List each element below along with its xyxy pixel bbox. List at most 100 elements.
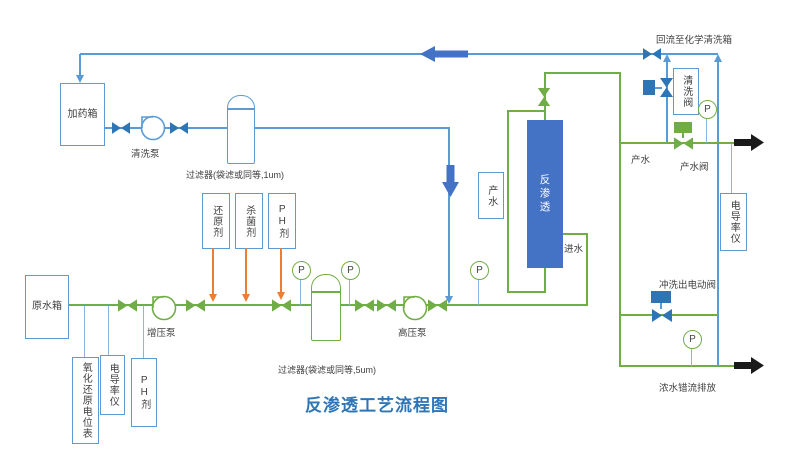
pressure-gauge-postfilter: P <box>341 261 360 280</box>
dosing-arrow-ph-icon <box>277 292 285 300</box>
cleaning-pump-icon <box>138 113 166 141</box>
filter2-neck <box>312 291 340 293</box>
conductivity-meter-right-box: 电导率仪 <box>720 193 747 251</box>
gauge-letter: P <box>347 265 354 276</box>
ph-agent-label: PH剂 <box>276 203 288 239</box>
dosing-line-biocide <box>245 248 247 295</box>
gauge-letter: P <box>298 265 305 276</box>
raw-water-tank: 原水箱 <box>25 275 69 339</box>
pressure-gauge-product: P <box>698 100 717 119</box>
hp-pump-label: 高压泵 <box>398 328 427 339</box>
cleaning-pump-label: 清洗泵 <box>131 149 160 160</box>
dosing-tank: 加药箱 <box>60 83 105 146</box>
booster-pump-label: 增压泵 <box>147 328 176 339</box>
diagram-title: 反渗透工艺流程图 <box>305 396 449 415</box>
pipe-cip-return <box>80 53 718 55</box>
pipe-bypass-bottom <box>507 291 545 293</box>
arrow-cleaning-return-icon <box>663 54 671 62</box>
product-valve-actuator <box>674 122 692 133</box>
flush-valve-label: 冲洗出电动阀 <box>659 280 717 291</box>
reductant-box: 还原剂 <box>202 193 230 249</box>
dosing-line-ph <box>280 248 282 293</box>
pressure-gauge-prefilter: P <box>292 261 311 280</box>
pipe-ro-top <box>544 73 546 120</box>
orp-meter-box: 氧化还原电位表 <box>72 357 99 444</box>
stem-conductivity-right <box>731 144 732 193</box>
cip-valve-1-icon <box>112 122 130 134</box>
return-line-label: 回流至化学清洗箱 <box>656 35 733 46</box>
stem-gauge-prefilter <box>300 278 301 305</box>
filter1-neck <box>228 108 254 110</box>
pipe-feed-riser <box>586 234 588 306</box>
cartridge-filter-5um <box>311 274 341 341</box>
pipe-cip-supply <box>103 127 450 129</box>
ro-membrane-vessel: 反渗透 <box>527 120 563 268</box>
cip-valve-2-icon <box>170 122 188 134</box>
feed-valve-4-icon <box>355 299 374 312</box>
pipe-feed-inlet <box>562 233 588 235</box>
stem-gauge-feed <box>478 278 479 305</box>
feed-valve-1-icon <box>118 299 137 312</box>
raw-water-tank-label: 原水箱 <box>32 301 62 313</box>
pipe-right-green-riser <box>619 72 621 366</box>
feed-water-label: 进水 <box>564 244 584 255</box>
high-pressure-pump-icon <box>400 293 428 321</box>
cleaning-valve-box: 清洗阀 <box>673 68 699 115</box>
stem-ph-meter <box>143 306 144 358</box>
stem-gauge-concentrate <box>691 348 692 366</box>
ph-meter-box: PH剂 <box>131 358 157 427</box>
ro-top-valve-icon <box>537 88 551 106</box>
feed-valve-2-icon <box>186 299 205 312</box>
filter2-label: 过滤器(袋滤或同等,5um) <box>278 365 377 375</box>
conductivity-meter-left-label: 电导率仪 <box>107 363 119 407</box>
pipe-bypass-top <box>507 110 545 112</box>
cleaning-valve-label: 清洗阀 <box>680 75 692 108</box>
stem-gauge-postfilter <box>349 278 350 305</box>
biocide-label: 杀菌剂 <box>243 204 255 238</box>
pipe-ro-top-run <box>544 72 621 74</box>
ph-meter-label: PH剂 <box>138 375 150 410</box>
arrow-cip-join-feed-icon <box>445 296 453 304</box>
ph-agent-box: PH剂 <box>268 193 296 249</box>
pressure-gauge-concentrate: P <box>683 330 702 349</box>
gauge-letter: P <box>476 265 483 276</box>
pipe-ro-bottom <box>544 268 546 293</box>
flow-arrow-down-icon <box>442 165 459 197</box>
pipe-bypass-left <box>507 110 509 293</box>
return-valve-icon <box>643 48 661 60</box>
product-water-label: 产水 <box>631 155 651 166</box>
product-water-box: 产水 <box>478 172 504 219</box>
concentrate-discharge-label: 浓水错流排放 <box>659 383 717 394</box>
product-water-box-label: 产水 <box>485 184 497 207</box>
reductant-label: 还原剂 <box>210 204 222 238</box>
conductivity-meter-right-label: 电导率仪 <box>728 200 740 244</box>
dosing-arrow-biocide-icon <box>242 294 250 302</box>
pipe-concentrate-return <box>717 58 719 367</box>
gauge-letter: P <box>689 334 696 345</box>
flow-arrow-left-icon <box>420 46 468 62</box>
stem-conductivity-left <box>108 306 109 355</box>
arrow-concentrate-return-icon <box>714 54 722 62</box>
feed-valve-3-icon <box>272 299 291 312</box>
flush-valve-stem <box>660 303 662 309</box>
filter1-label: 过滤器(袋滤或同等,1um) <box>186 170 285 180</box>
feed-valve-6-icon <box>428 299 447 312</box>
cleaning-valve-stem <box>655 87 662 89</box>
concentrate-discharge-arrow-icon <box>734 357 764 374</box>
pressure-gauge-feed: P <box>470 261 489 280</box>
biocide-box: 杀菌剂 <box>235 193 263 249</box>
cartridge-filter-1um <box>227 95 255 164</box>
arrow-into-dosing-tank-icon <box>76 75 84 83</box>
flush-valve-actuator <box>651 291 671 303</box>
product-valve-label: 产水阀 <box>680 162 709 173</box>
orp-meter-label: 氧化还原电位表 <box>80 362 92 439</box>
product-discharge-arrow-icon <box>734 134 764 151</box>
product-valve-stem <box>682 133 684 138</box>
cleaning-valve-icon <box>660 78 673 97</box>
dosing-tank-label: 加药箱 <box>67 108 98 120</box>
gauge-letter: P <box>704 104 711 115</box>
booster-pump-icon <box>149 293 177 321</box>
cleaning-valve-actuator <box>643 80 655 95</box>
feed-valve-5-icon <box>377 299 396 312</box>
